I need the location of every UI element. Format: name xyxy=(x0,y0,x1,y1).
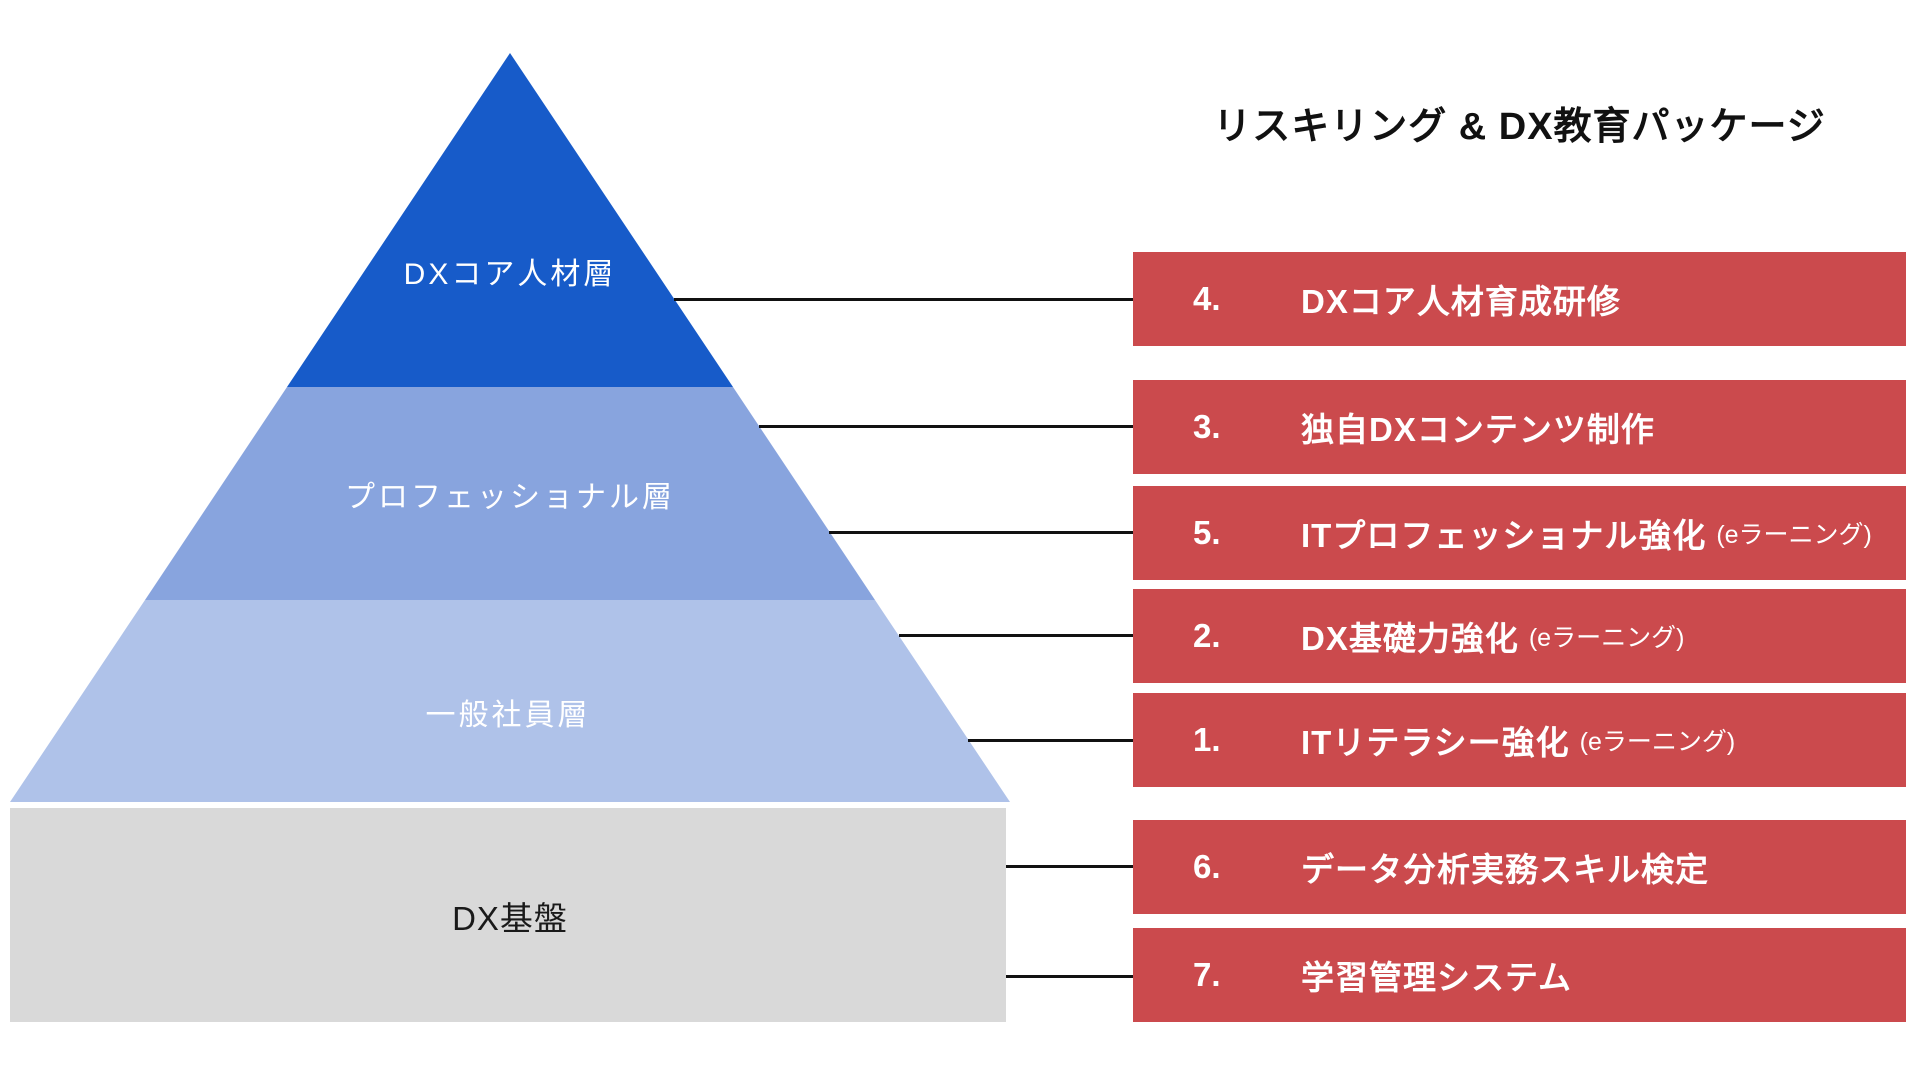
connector-line-5 xyxy=(968,739,1133,742)
package-note: (eラーニング) xyxy=(1716,521,1872,549)
package-label: ITリテラシー強化 xyxy=(1301,724,1570,761)
connector-line-2 xyxy=(759,425,1133,428)
package-box-data-analysis-cert: 6. データ分析実務スキル検定 xyxy=(1133,820,1906,914)
package-label: 独自DXコンテンツ制作 xyxy=(1301,411,1655,448)
package-note: (eラーニング) xyxy=(1528,624,1685,652)
pyramid-layer-core xyxy=(287,53,733,387)
package-number: 1. xyxy=(1193,721,1221,758)
package-box-dx-core-training: 4. DXコア人材育成研修 xyxy=(1133,252,1906,346)
package-number: 3. xyxy=(1193,408,1221,445)
package-box-it-literacy: 1. ITリテラシー強化 (eラーニング) xyxy=(1133,693,1906,787)
package-number: 6. xyxy=(1193,848,1221,885)
connector-line-1 xyxy=(674,298,1133,301)
package-number: 2. xyxy=(1193,617,1221,654)
package-label: DX基礎力強化 xyxy=(1301,620,1519,657)
package-number: 5. xyxy=(1193,514,1221,551)
package-box-lms: 7. 学習管理システム xyxy=(1133,928,1906,1022)
diagram-title: リスキリング & DX教育パッケージ xyxy=(1213,106,1826,148)
package-box-it-professional: 5. ITプロフェッショナル強化 (eラーニング) xyxy=(1133,486,1906,580)
package-label: データ分析実務スキル検定 xyxy=(1301,851,1709,888)
connector-line-3 xyxy=(829,531,1133,534)
package-note: (eラーニング) xyxy=(1579,728,1736,756)
package-label: 学習管理システム xyxy=(1301,959,1573,996)
connector-line-7 xyxy=(1006,975,1133,978)
package-number: 7. xyxy=(1193,956,1221,993)
pyramid-layer-professional xyxy=(145,387,875,600)
pyramid-layer-general xyxy=(10,600,1010,802)
pyramid-base xyxy=(10,808,1006,1022)
layer-label-core: DXコア人材層 xyxy=(403,258,617,291)
layer-label-professional: プロフェッショナル層 xyxy=(345,481,675,514)
base-label: DX基盤 xyxy=(452,900,568,937)
connector-line-6 xyxy=(1006,865,1133,868)
package-box-dx-basics: 2. DX基礎力強化 (eラーニング) xyxy=(1133,589,1906,683)
package-box-original-dx-content: 3. 独自DXコンテンツ制作 xyxy=(1133,380,1906,474)
connector-line-4 xyxy=(899,634,1133,637)
package-number: 4. xyxy=(1193,280,1221,317)
package-label: DXコア人材育成研修 xyxy=(1301,283,1621,320)
layer-label-general: 一般社員層 xyxy=(425,699,591,732)
package-label: ITプロフェッショナル強化 xyxy=(1301,517,1707,554)
